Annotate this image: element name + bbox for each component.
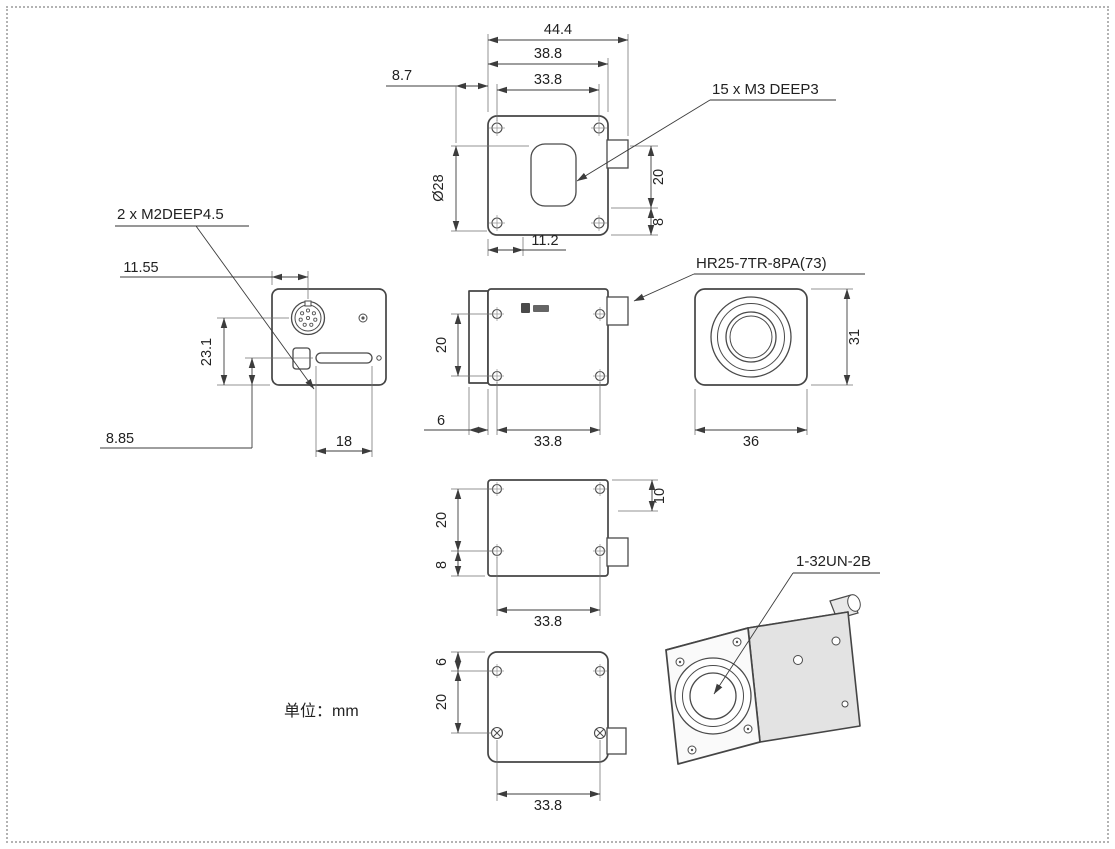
top-view-dimensions: 44.4 38.8 33.8 8.7 Ø28 20 8 11.2 [386,22,667,256]
dim-back-connector-y: 23.1 [199,338,215,366]
screw-hole [591,120,607,136]
m3-holes-label: 15 x M3 DEEP3 [712,81,819,98]
annotation-connector: HR25-7TR-8PA(73) [633,255,865,302]
screw-hole [593,369,607,383]
back-view-body [271,288,387,386]
screw-hole [489,120,505,136]
iso-front-screws [675,637,753,755]
dim-side2-top-offset: 10 [652,488,668,504]
bottom-connector-tab [606,727,627,755]
annotation-m3-holes: 15 x M3 DEEP3 [576,81,836,182]
side-view [468,288,629,386]
screw-hole [490,369,504,383]
card-slot [292,347,311,370]
iso-lens-thread [689,672,737,720]
side-view-2 [487,479,629,577]
bottom-view-dimensions: 6 20 33.8 [434,651,601,814]
side-connector-tab [606,296,629,326]
lens-thread-label: 1-32UN-2B [796,553,871,570]
screw-hole [591,215,607,231]
mount-screw [593,726,607,740]
dim-side-screw-span-v: 20 [434,337,450,353]
dim-back-connector-x: 11.55 [123,260,158,276]
dim-bottom-screw-span-v: 20 [434,694,450,710]
dim-side2-screw-span-h: 33.8 [534,614,562,630]
connector-keyway [304,300,312,307]
dim-side-flange: 6 [437,413,445,429]
pinhole [376,355,382,361]
dim-bottom-screw-span-h: 33.8 [534,798,562,814]
connector-label: HR25-7TR-8PA(73) [696,255,827,272]
screw-hole [490,544,504,558]
top-view-connector-tab [606,139,629,169]
dim-front-height: 31 [847,329,863,345]
iso-side-details [793,636,849,708]
screw-hole [593,664,607,678]
iso-side-face [747,611,861,743]
dim-top-lens-dia: Ø28 [431,174,447,201]
front-view-dimensions: 31 36 [694,288,863,450]
connector-pins [298,308,318,327]
dim-back-slot-y: 8.85 [106,431,134,447]
side-view-dimensions: 20 6 33.8 [424,313,601,450]
isometric-view [665,594,861,765]
screw-hole [593,544,607,558]
io-slot [315,352,373,364]
bottom-view-body [487,651,609,763]
dim-front-width: 36 [743,434,759,450]
top-view [487,115,629,236]
m2-holes-label: 2 x M2DEEP4.5 [117,206,224,223]
dim-top-hole-offset: 11.2 [531,233,558,249]
screw-hole [490,307,504,321]
back-view-dimensions: 11.55 23.1 8.85 18 [100,260,373,457]
bottom-view [487,651,627,763]
screw-hole [490,482,504,496]
dim-side2-screw-span-v: 20 [434,512,450,528]
annotation-m2-holes: 2 x M2DEEP4.5 [115,206,315,390]
back-view [271,288,387,386]
dim-side2-bottom-edge: 8 [434,561,450,569]
top-view-recess [530,143,577,207]
side-view-body [487,288,609,386]
side-2-connector-tab [606,537,629,567]
screw-hole [489,215,505,231]
screw-hole [490,664,504,678]
dim-side-screw-span-h: 33.8 [534,434,562,450]
screw-hole [593,307,607,321]
front-flange [468,290,489,384]
dim-top-side-height: 20 [651,169,667,185]
annotation-lens-thread: 1-32UN-2B [713,553,880,695]
side-view-2-dimensions: 20 8 10 33.8 [434,479,668,630]
brand-mark [521,303,549,313]
dim-top-side-edge: 8 [651,218,667,226]
mount-screw [490,726,504,740]
dim-bottom-top-edge: 6 [434,658,450,666]
screw-hole [593,482,607,496]
units-note: 单位：mm [284,702,359,720]
front-view [694,288,808,386]
dim-top-screw-span: 33.8 [534,72,562,88]
dim-top-edge-offset: 8.7 [392,68,412,84]
side-view-2-body [487,479,609,577]
dim-back-slot-span: 18 [336,434,352,450]
dim-top-body-width: 38.8 [534,46,562,62]
dim-top-overall-width: 44.4 [544,22,572,38]
